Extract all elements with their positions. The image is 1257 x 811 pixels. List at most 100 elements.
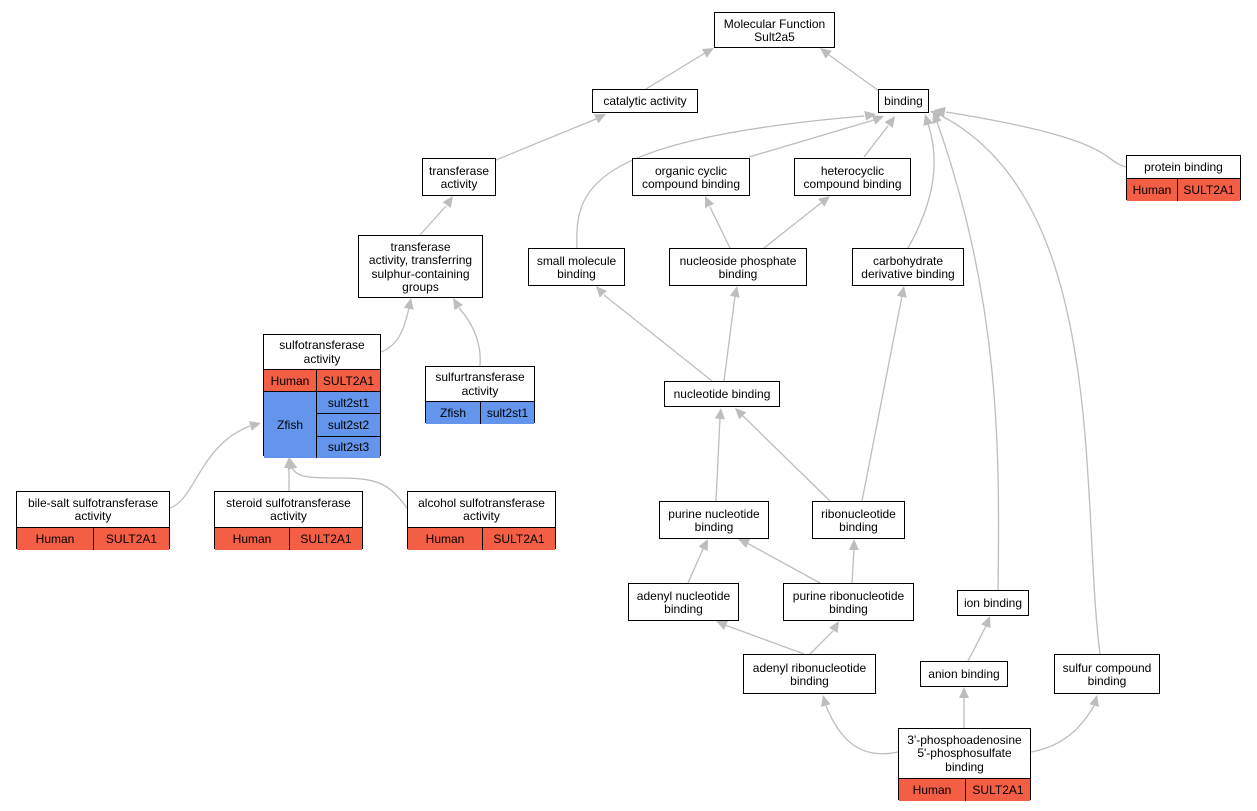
annotation-row-human: Human SULT2A1 (408, 527, 555, 550)
gene-cell[interactable]: sult2st1 (327, 395, 370, 410)
term-label: catalytic activity (593, 90, 697, 114)
gene-cell[interactable]: SULT2A1 (322, 374, 375, 388)
species-cell: Human (1127, 179, 1178, 201)
arrowhead (702, 48, 714, 58)
go-term-anion[interactable]: anion binding (920, 661, 1008, 687)
edge-prn-rn (851, 548, 855, 584)
species-cell: Human (408, 528, 483, 550)
edge-sulfur-ts (458, 307, 481, 367)
arrowhead (729, 286, 740, 298)
term-label-line: transferase (428, 163, 490, 178)
term-label-line: sulfotransferase (279, 338, 365, 352)
term-label-line: alcohol sulfotransferase (418, 495, 545, 510)
arrowhead (1089, 695, 1099, 707)
term-label: binding (879, 90, 928, 114)
term-label-line: binding (829, 602, 868, 616)
edge-sulfur-binding (937, 113, 1101, 655)
go-term-binding[interactable]: binding (878, 89, 929, 113)
arrowhead (287, 458, 298, 470)
edge-prn-pn (746, 542, 821, 584)
gene-cell[interactable]: sult2st3 (317, 435, 380, 458)
species-cell: Human (899, 779, 966, 801)
arrowhead (442, 196, 453, 208)
term-label-line: protein binding (1144, 159, 1223, 174)
term-label-line: purine nucleotide (668, 506, 760, 521)
arrowhead (959, 687, 969, 698)
go-term-catalytic[interactable]: catalytic activity (592, 89, 698, 113)
gene-cell[interactable]: SULT2A1 (300, 532, 352, 546)
term-label-line: binding (790, 674, 829, 688)
arrowhead (820, 48, 832, 59)
term-label-line: sulphur-containing (371, 266, 470, 281)
term-label-line: binding (694, 520, 734, 534)
arrowhead (738, 538, 751, 548)
term-label-line: binding (664, 602, 703, 616)
arrowhead (596, 286, 607, 298)
term-label-line: nucleotide binding (673, 387, 771, 402)
edge-ion-binding (936, 121, 1000, 591)
term-label-line: ribonucleotide (821, 506, 896, 521)
arrowhead (716, 620, 729, 630)
term-label-line: 3'-phosphoadenosine (907, 732, 1022, 747)
arrowhead (884, 116, 895, 128)
go-term-nucleotide[interactable]: nucleotide binding (664, 381, 780, 407)
arrowhead (818, 196, 830, 207)
species-cell: Human (17, 528, 94, 550)
gene-cell[interactable]: SULT2A1 (1183, 183, 1235, 197)
edge-rn-carb (861, 295, 903, 502)
edge-nuc-sm (603, 294, 713, 382)
gene-cell[interactable]: sult2st1 (486, 406, 529, 420)
gene-cell[interactable]: SULT2A1 (972, 783, 1024, 797)
go-term-ion[interactable]: ion binding (957, 590, 1029, 616)
term-label-line: carbohydrate (872, 253, 944, 268)
term-label-line: sulfurtransferase (435, 370, 525, 384)
term-label-line: adenyl nucleotide (636, 588, 731, 603)
arrowhead (735, 408, 747, 420)
arrowhead (829, 621, 839, 633)
gene-cell[interactable]: sult2st2 (317, 413, 380, 435)
arrowhead (930, 110, 943, 120)
edge-paps-arn (825, 705, 899, 755)
gene-cell[interactable]: SULT2A1 (493, 532, 545, 546)
term-label-line: nucleoside phosphate (679, 253, 797, 268)
gene-cell[interactable]: SULT2A1 (105, 532, 158, 546)
edge-np-het (763, 202, 822, 249)
edge-sm-binding (576, 115, 865, 249)
term-label-line: adenyl ribonucleotide (752, 660, 867, 675)
term-label-line: activity, transferring (368, 253, 473, 267)
